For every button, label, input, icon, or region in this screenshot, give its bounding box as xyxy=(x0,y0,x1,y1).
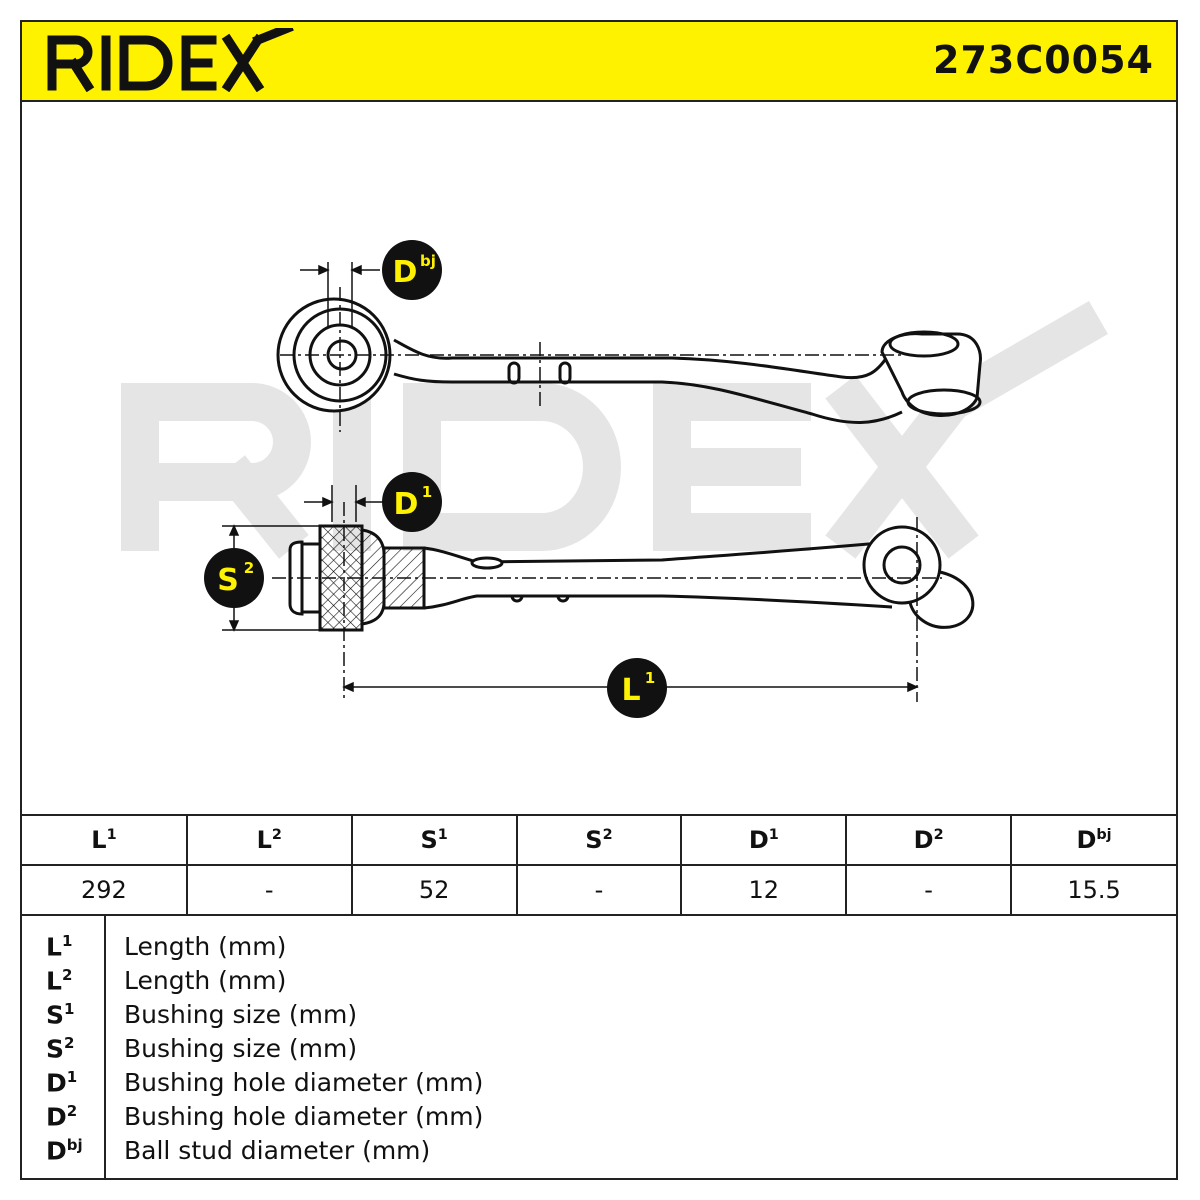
callout-dbj-sup: bj xyxy=(420,252,436,270)
legend-symbol: S2 xyxy=(46,1034,75,1064)
spec-header-s2: S2 xyxy=(515,814,683,866)
legend-description: Length (mm) xyxy=(124,966,287,995)
legend-divider xyxy=(104,914,106,1180)
legend-item: D2 Bushing hole diameter (mm) xyxy=(22,1102,1176,1136)
callout-l1-main: L xyxy=(621,673,640,708)
d1-dimension xyxy=(304,485,384,522)
legend-description: Bushing size (mm) xyxy=(124,1000,358,1029)
callout-dbj-main: D xyxy=(393,255,418,290)
legend-description: Bushing hole diameter (mm) xyxy=(124,1068,484,1097)
legend-symbol: L1 xyxy=(46,932,73,962)
spec-header-d1: D1 xyxy=(680,814,848,866)
spec-value-l2: - xyxy=(185,864,353,916)
callout-s2: S 2 xyxy=(204,548,264,608)
legend-symbol: D1 xyxy=(46,1068,78,1098)
legend-description: Length (mm) xyxy=(124,932,287,961)
legend-item: D1 Bushing hole diameter (mm) xyxy=(22,1068,1176,1102)
watermark-logo xyxy=(121,301,1108,559)
spec-value-l1: 292 xyxy=(22,864,188,916)
legend-description: Bushing hole diameter (mm) xyxy=(124,1102,484,1131)
legend-symbol: L2 xyxy=(46,966,73,996)
legend: L1 Length (mm) L2 Length (mm) S1 Bushing… xyxy=(22,914,1176,1180)
dbj-dimension xyxy=(300,262,380,327)
callout-s2-sup: 2 xyxy=(244,559,254,577)
spec-header-s1: S1 xyxy=(350,814,518,866)
callout-l1-sup: 1 xyxy=(645,669,655,687)
callout-l1: L 1 xyxy=(607,658,667,718)
spec-value-d2: - xyxy=(845,864,1013,916)
legend-symbol: D2 xyxy=(46,1102,78,1132)
legend-item: L2 Length (mm) xyxy=(22,966,1176,1000)
callout-dbj: D bj xyxy=(382,240,442,300)
spec-value-d1: 12 xyxy=(680,864,848,916)
spec-table: L1 L2 S1 S2 D1 D2 Dbj 292 - 52 - 12 - 15… xyxy=(22,814,1176,916)
spec-header-l2: L2 xyxy=(185,814,353,866)
part-number: 273C0054 xyxy=(933,38,1154,82)
legend-description: Bushing size (mm) xyxy=(124,1034,358,1063)
legend-item: L1 Length (mm) xyxy=(22,932,1176,966)
technical-drawing: D bj D 1 S 2 L 1 xyxy=(121,240,1108,718)
spec-header-row: L1 L2 S1 S2 D1 D2 Dbj xyxy=(22,814,1176,866)
spec-header-d2: D2 xyxy=(845,814,1013,866)
spec-value-s1: 52 xyxy=(350,864,518,916)
spec-header-l1: L1 xyxy=(22,814,188,866)
legend-item: S1 Bushing size (mm) xyxy=(22,1000,1176,1034)
legend-symbol: S1 xyxy=(46,1000,75,1030)
spec-value-s2: - xyxy=(515,864,683,916)
legend-item: S2 Bushing size (mm) xyxy=(22,1034,1176,1068)
legend-item: Dbj Ball stud diameter (mm) xyxy=(22,1136,1176,1170)
legend-description: Ball stud diameter (mm) xyxy=(124,1136,431,1165)
legend-symbol: Dbj xyxy=(46,1136,83,1166)
callout-d1: D 1 xyxy=(382,472,442,532)
callout-d1-main: D xyxy=(394,487,419,522)
spec-value-row: 292 - 52 - 12 - 15.5 xyxy=(22,864,1176,916)
spec-value-dbj: 15.5 xyxy=(1010,864,1176,916)
header-bar: 273C0054 xyxy=(22,22,1176,102)
diagram-frame: 273C0054 xyxy=(20,20,1178,1180)
callout-d1-sup: 1 xyxy=(422,483,432,501)
spec-header-dbj: Dbj xyxy=(1010,814,1176,866)
top-view-centerlines xyxy=(280,287,902,432)
ridex-logo xyxy=(47,28,294,92)
side-view-centerlines xyxy=(272,502,942,702)
callout-s2-main: S xyxy=(217,563,239,598)
